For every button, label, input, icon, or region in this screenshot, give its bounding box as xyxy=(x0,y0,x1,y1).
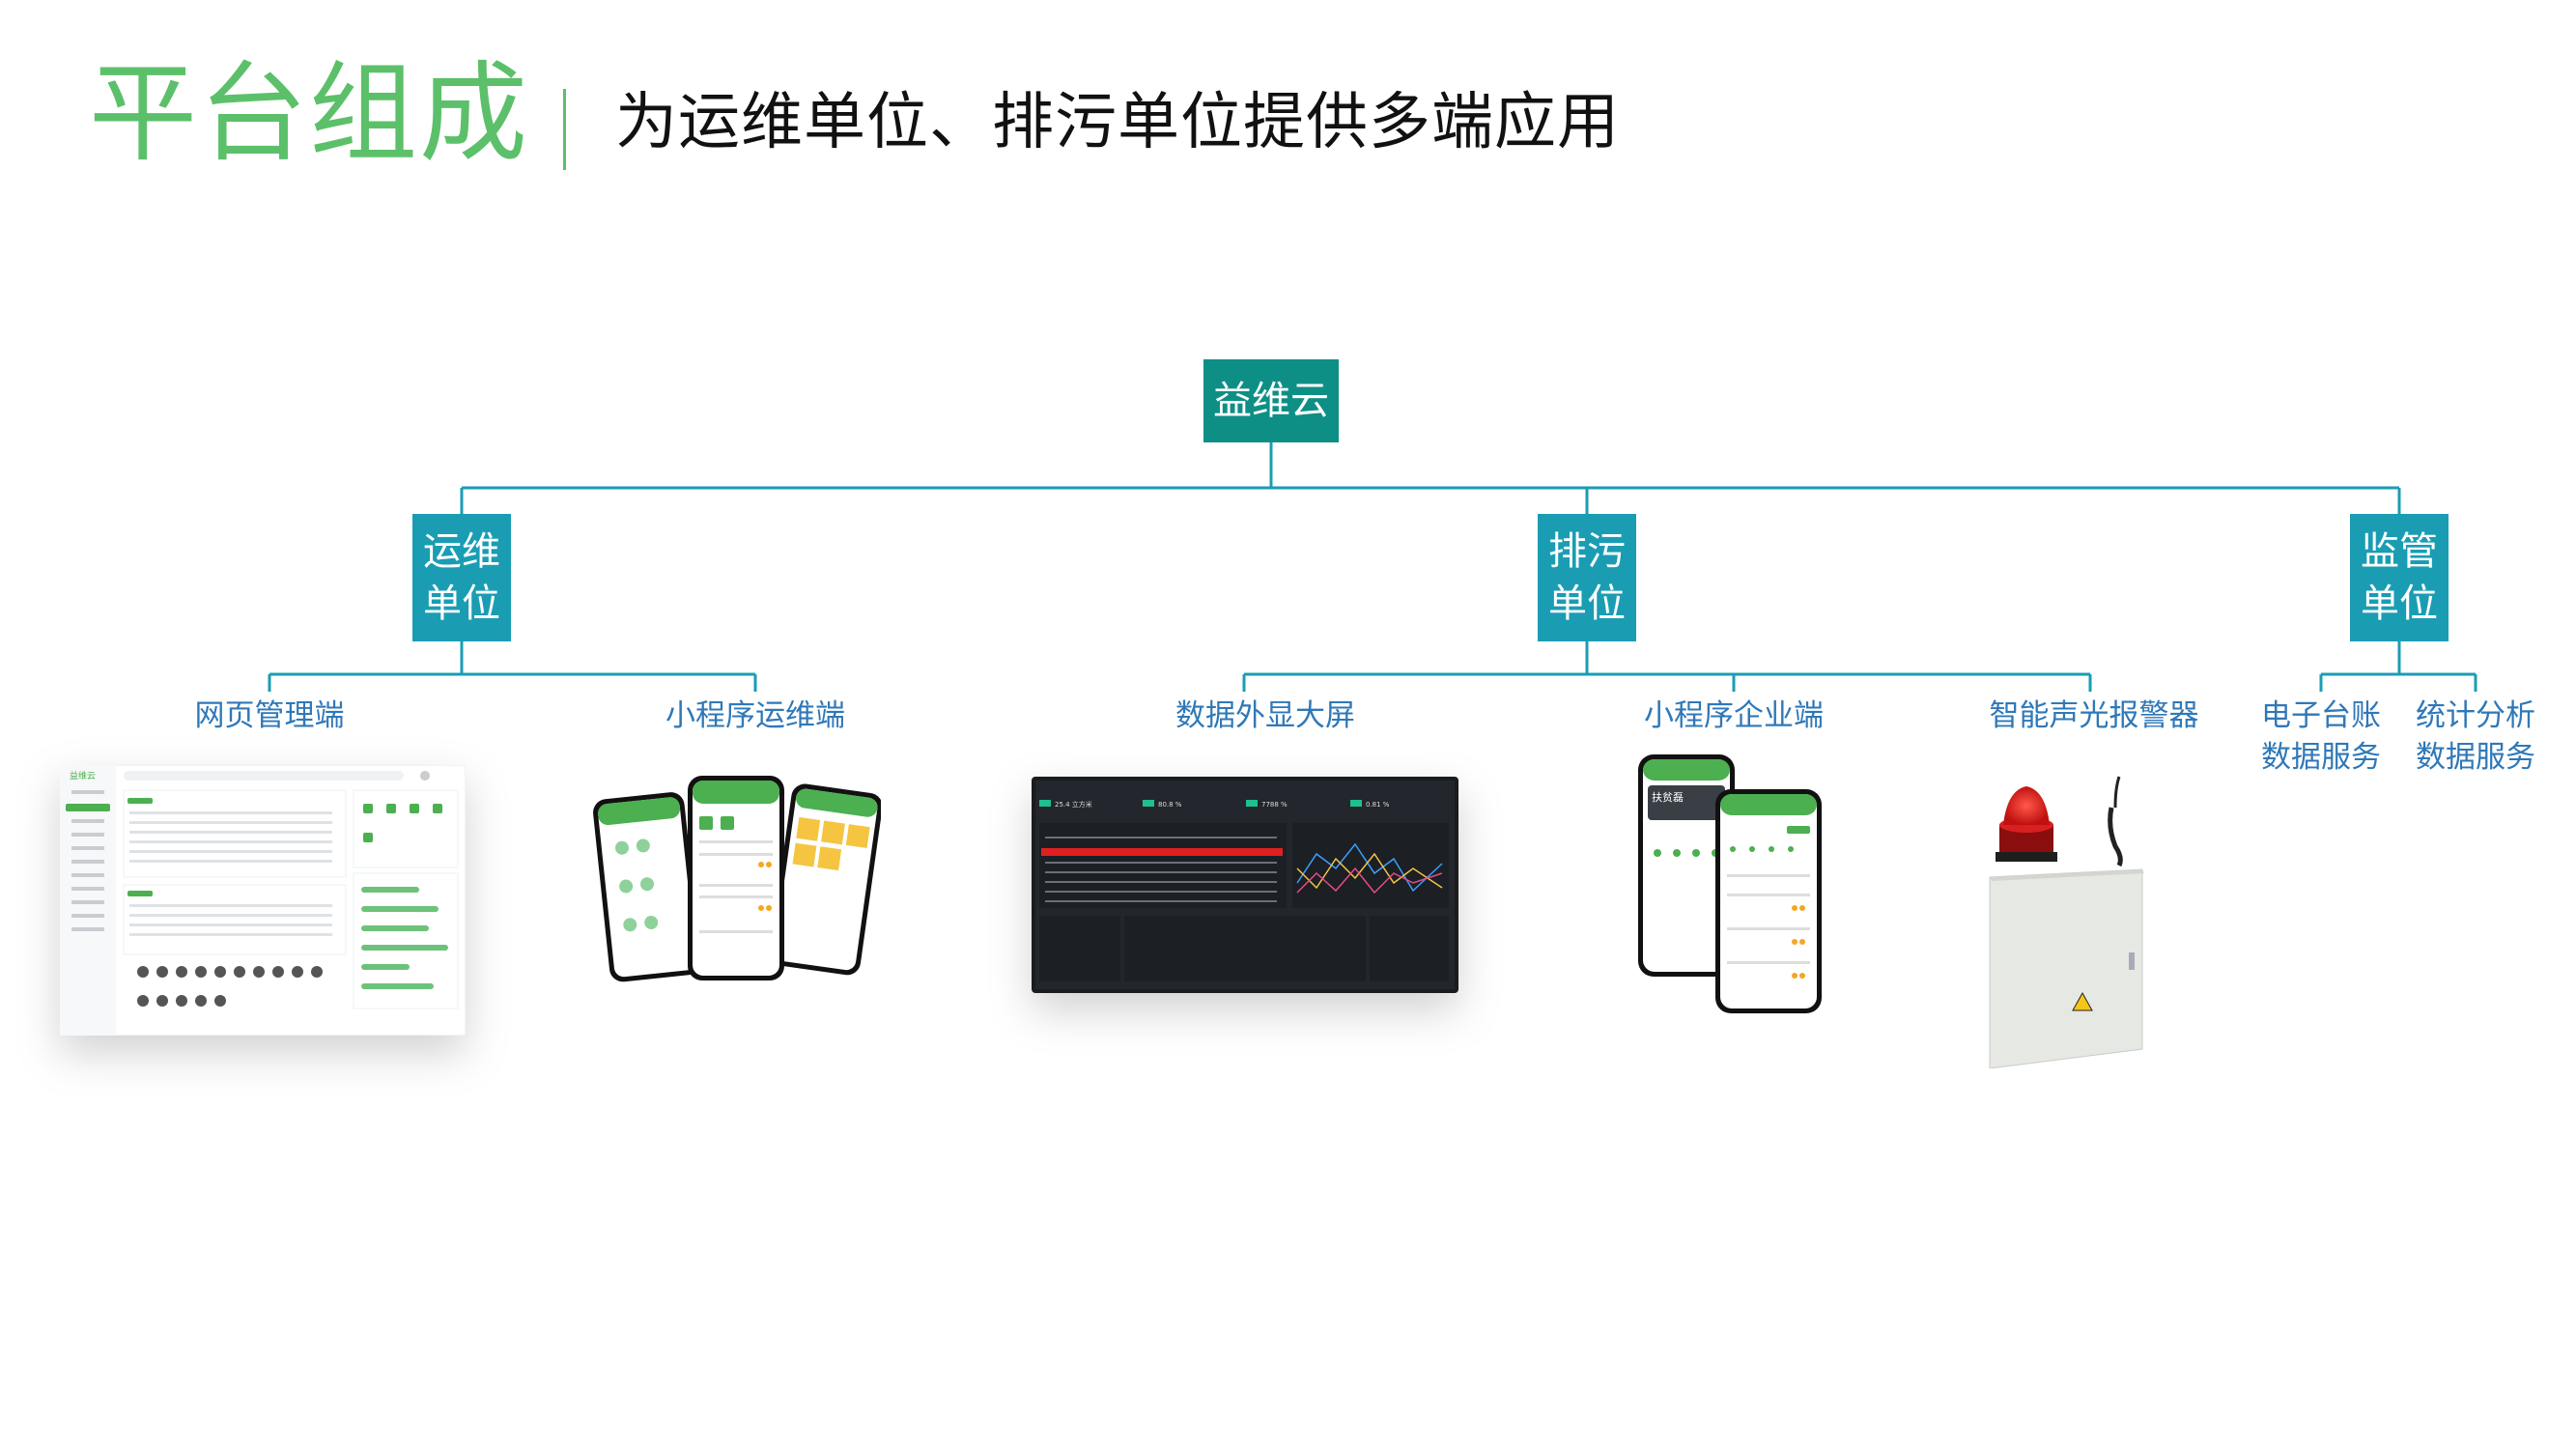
web-brand: 益维云 xyxy=(70,770,96,781)
unit-label-line2: 单位 xyxy=(423,582,500,626)
leaf-alarm: 智能声光报警器 xyxy=(1989,698,2199,733)
leaf-line1: 统计分析 xyxy=(2416,698,2535,733)
leaf-miniapp-enterprise: 小程序企业端 xyxy=(1644,698,1824,733)
leaf-big-screen: 数据外显大屏 xyxy=(1175,698,1355,733)
leaf-web-admin: 网页管理端 xyxy=(194,698,345,733)
warning-icon xyxy=(2072,991,2093,1011)
leaf-miniapp-ops: 小程序运维端 xyxy=(665,698,845,733)
stat-2: 80.8 % xyxy=(1158,801,1182,809)
leaf-line2: 数据服务 xyxy=(2416,740,2535,775)
miniapp-enterprise-phones: 扶贫磊 xyxy=(1638,754,1822,1013)
big-screen-screenshot: 25.4 立方米 80.8 % 7788 % 0.81 % xyxy=(1032,777,1458,993)
stat-3: 7788 % xyxy=(1261,801,1288,809)
leaf-line2: 数据服务 xyxy=(2261,740,2381,775)
unit-label-line1: 排污 xyxy=(1548,529,1626,574)
miniapp-ops-phones xyxy=(593,776,881,982)
unit-label-line2: 单位 xyxy=(2361,582,2438,626)
leaf-line1: 电子台账 xyxy=(2261,698,2381,733)
unit-label-line2: 单位 xyxy=(1548,582,1626,626)
unit-node-polluter: 排污单位 xyxy=(1538,514,1636,641)
unit-node-ops: 运维单位 xyxy=(412,514,511,641)
alarm-device-image xyxy=(1989,776,2144,1068)
page-title: 平台组成 xyxy=(89,51,529,177)
antenna-icon xyxy=(2108,776,2123,867)
unit-node-supervisor: 监管单位 xyxy=(2350,514,2449,641)
web-admin-screenshot: 益维云 xyxy=(60,765,466,1036)
unit-label-line1: 运维 xyxy=(423,529,500,574)
enterprise-banner: 扶贫磊 xyxy=(1652,790,1684,804)
stat-1: 25.4 立方米 xyxy=(1055,800,1092,809)
leaf-ledger-data: 电子台账 数据服务 xyxy=(2261,696,2381,779)
alarm-light-icon xyxy=(1996,786,2057,862)
title-divider xyxy=(563,89,566,170)
control-cabinet xyxy=(1989,868,2144,1068)
stat-4: 0.81 % xyxy=(1366,801,1390,809)
page-subtitle: 为运维单位、排污单位提供多端应用 xyxy=(615,87,1620,158)
root-node-yiweiyun: 益维云 xyxy=(1203,359,1339,442)
leaf-stats-data: 统计分析 数据服务 xyxy=(2416,696,2535,779)
root-label: 益维云 xyxy=(1213,379,1329,423)
unit-label-line1: 监管 xyxy=(2361,529,2438,574)
